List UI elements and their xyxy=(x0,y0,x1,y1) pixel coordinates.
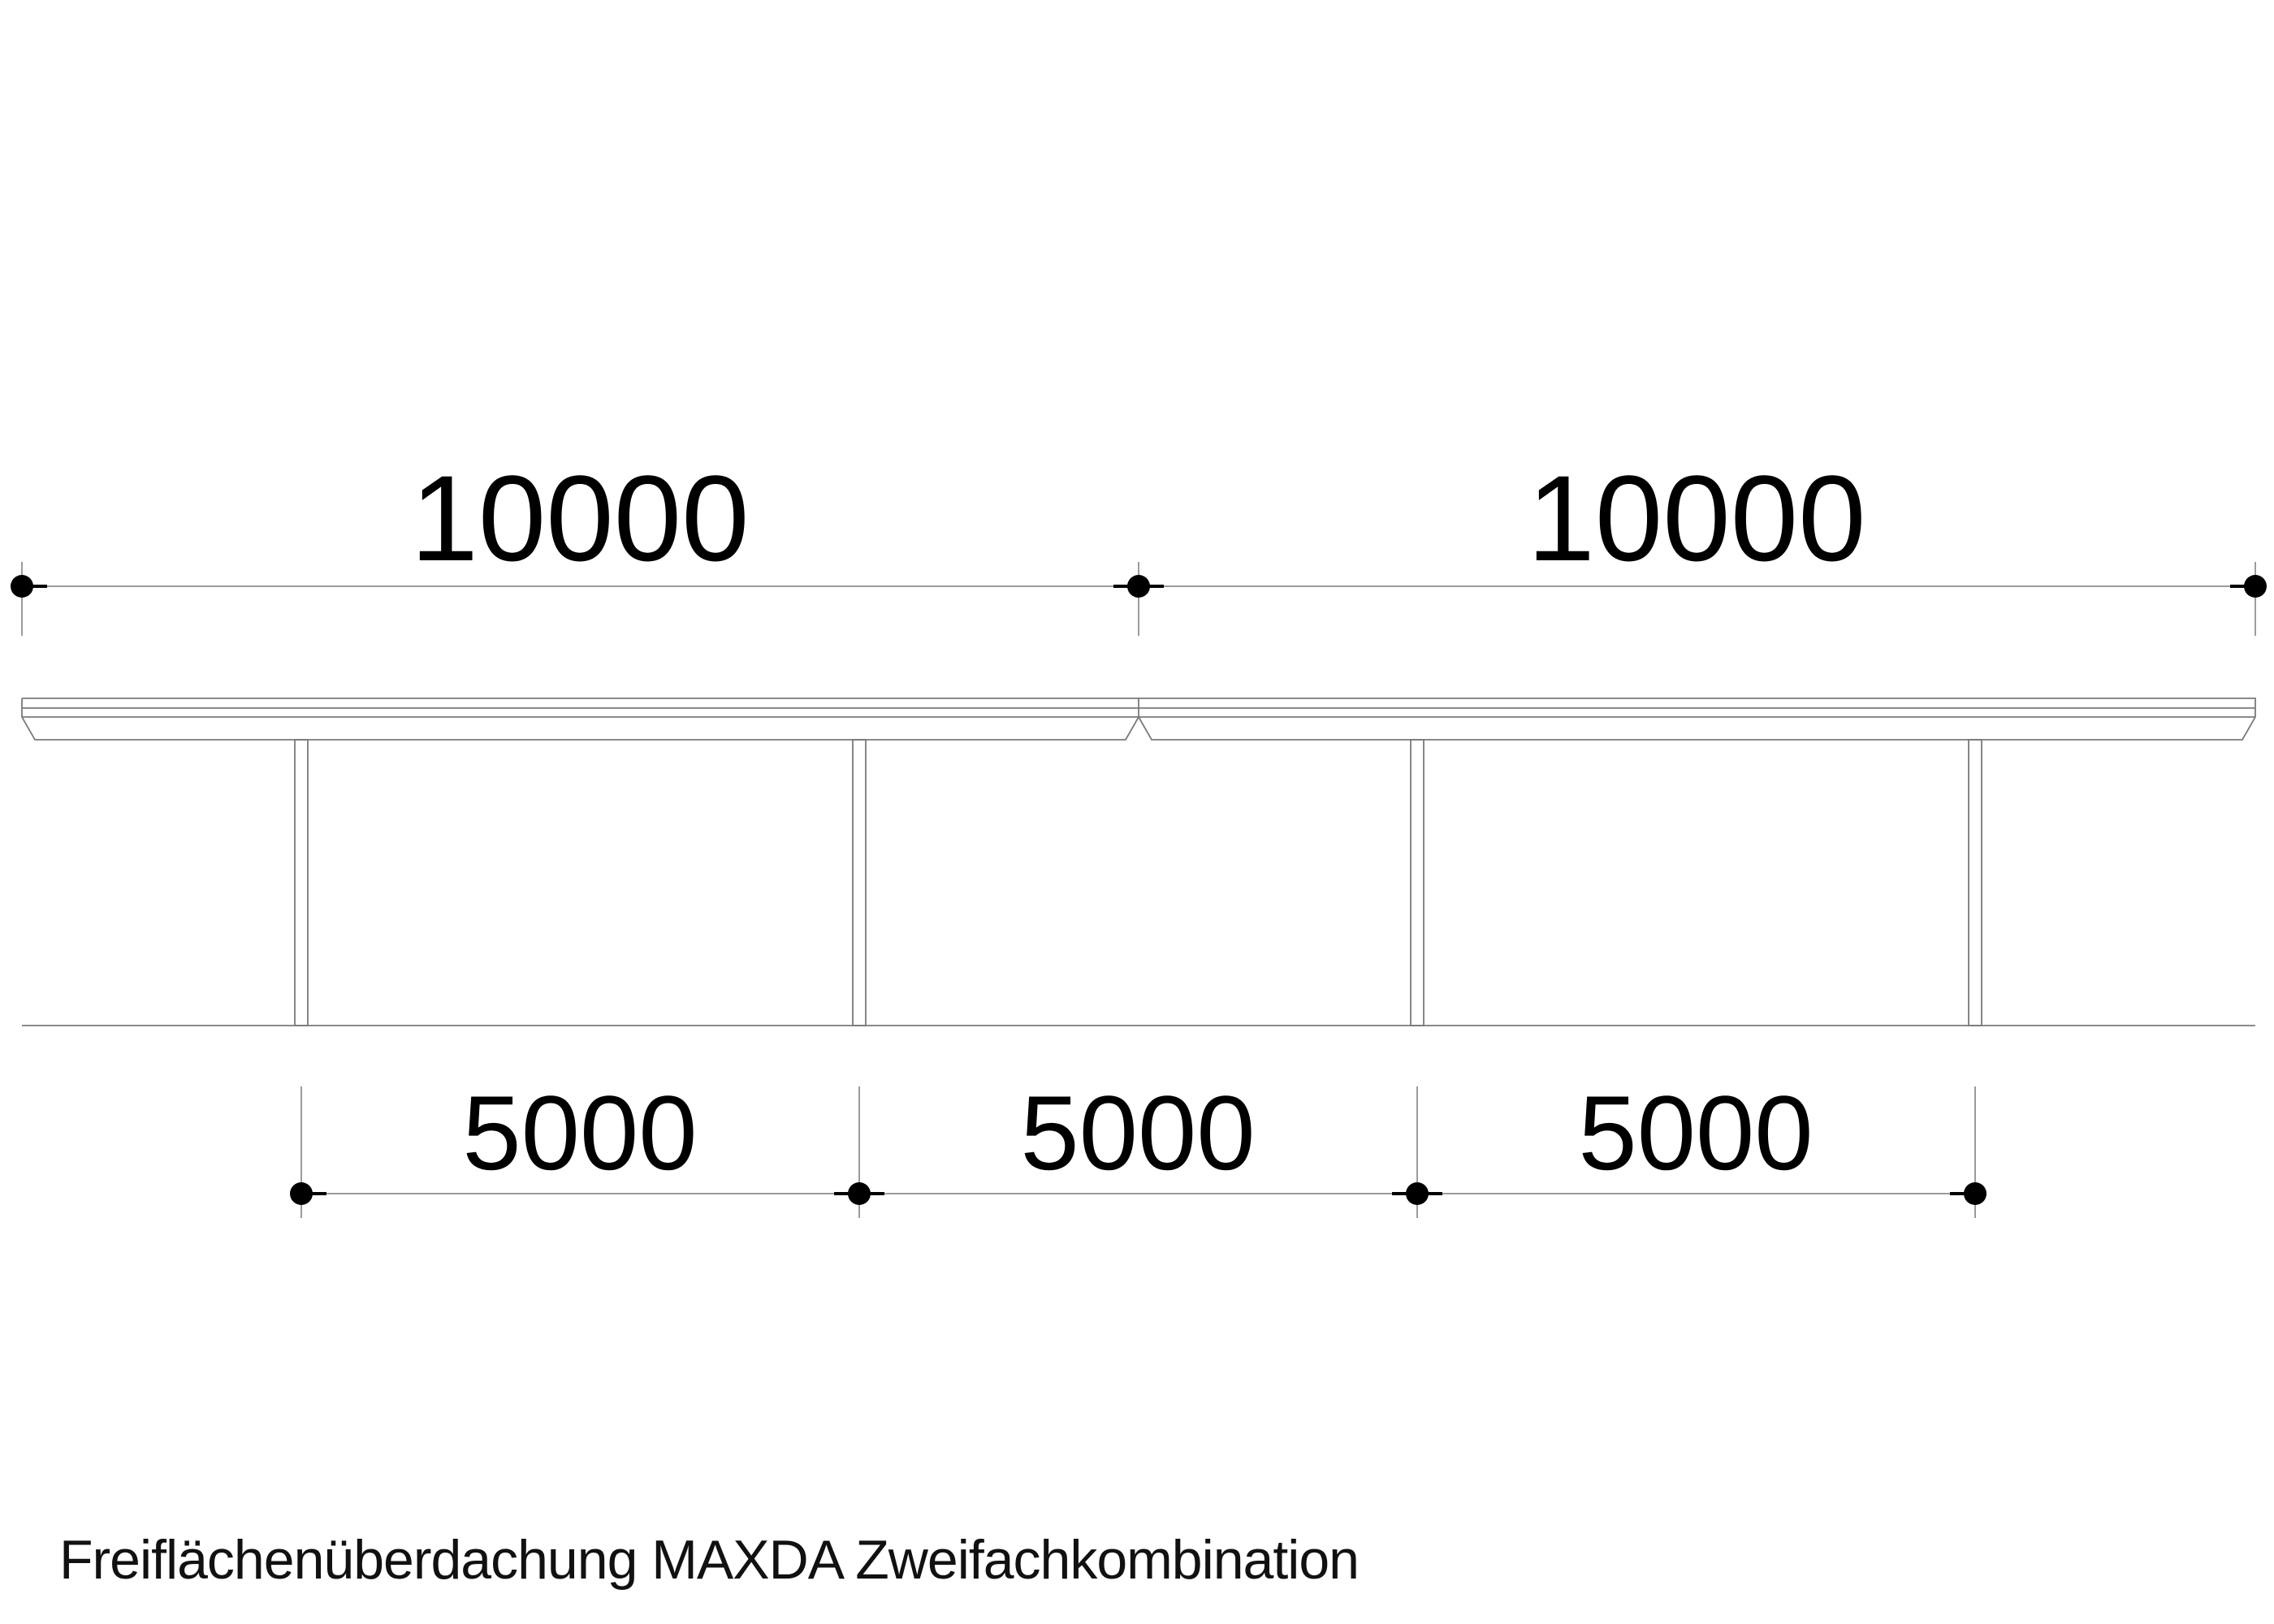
dimension-label-bottom-2: 5000 xyxy=(1020,1073,1255,1192)
dimension-dot xyxy=(11,575,33,598)
dimension-label-bottom-3: 5000 xyxy=(1578,1073,1813,1192)
top-dimension-chain xyxy=(21,562,2256,636)
roof-right-module xyxy=(1138,698,2256,741)
post-3 xyxy=(1410,739,1424,1026)
dimension-dot xyxy=(848,1182,871,1205)
posts xyxy=(294,739,1982,1026)
dimension-dot xyxy=(1127,575,1150,598)
bottom-dimension-dots xyxy=(290,1182,1987,1205)
dimension-label-bottom-1: 5000 xyxy=(462,1073,697,1192)
dimension-label-top-right: 10000 xyxy=(1527,450,1865,586)
roof-canopy xyxy=(21,698,2256,741)
dimension-dot xyxy=(2244,575,2267,598)
dimension-label-top-left: 10000 xyxy=(410,450,749,586)
dimension-dot xyxy=(290,1182,313,1205)
top-dimension-dots xyxy=(11,575,2267,598)
roof-left-module xyxy=(21,698,1139,741)
post-1 xyxy=(294,739,309,1026)
post-4 xyxy=(1968,739,1982,1026)
dimension-dot xyxy=(1406,1182,1429,1205)
drawing-title: Freiflächenüberdachung MAXDA Zweifachkom… xyxy=(59,1529,1360,1591)
post-2 xyxy=(852,739,867,1026)
dimension-dot xyxy=(1964,1182,1987,1205)
